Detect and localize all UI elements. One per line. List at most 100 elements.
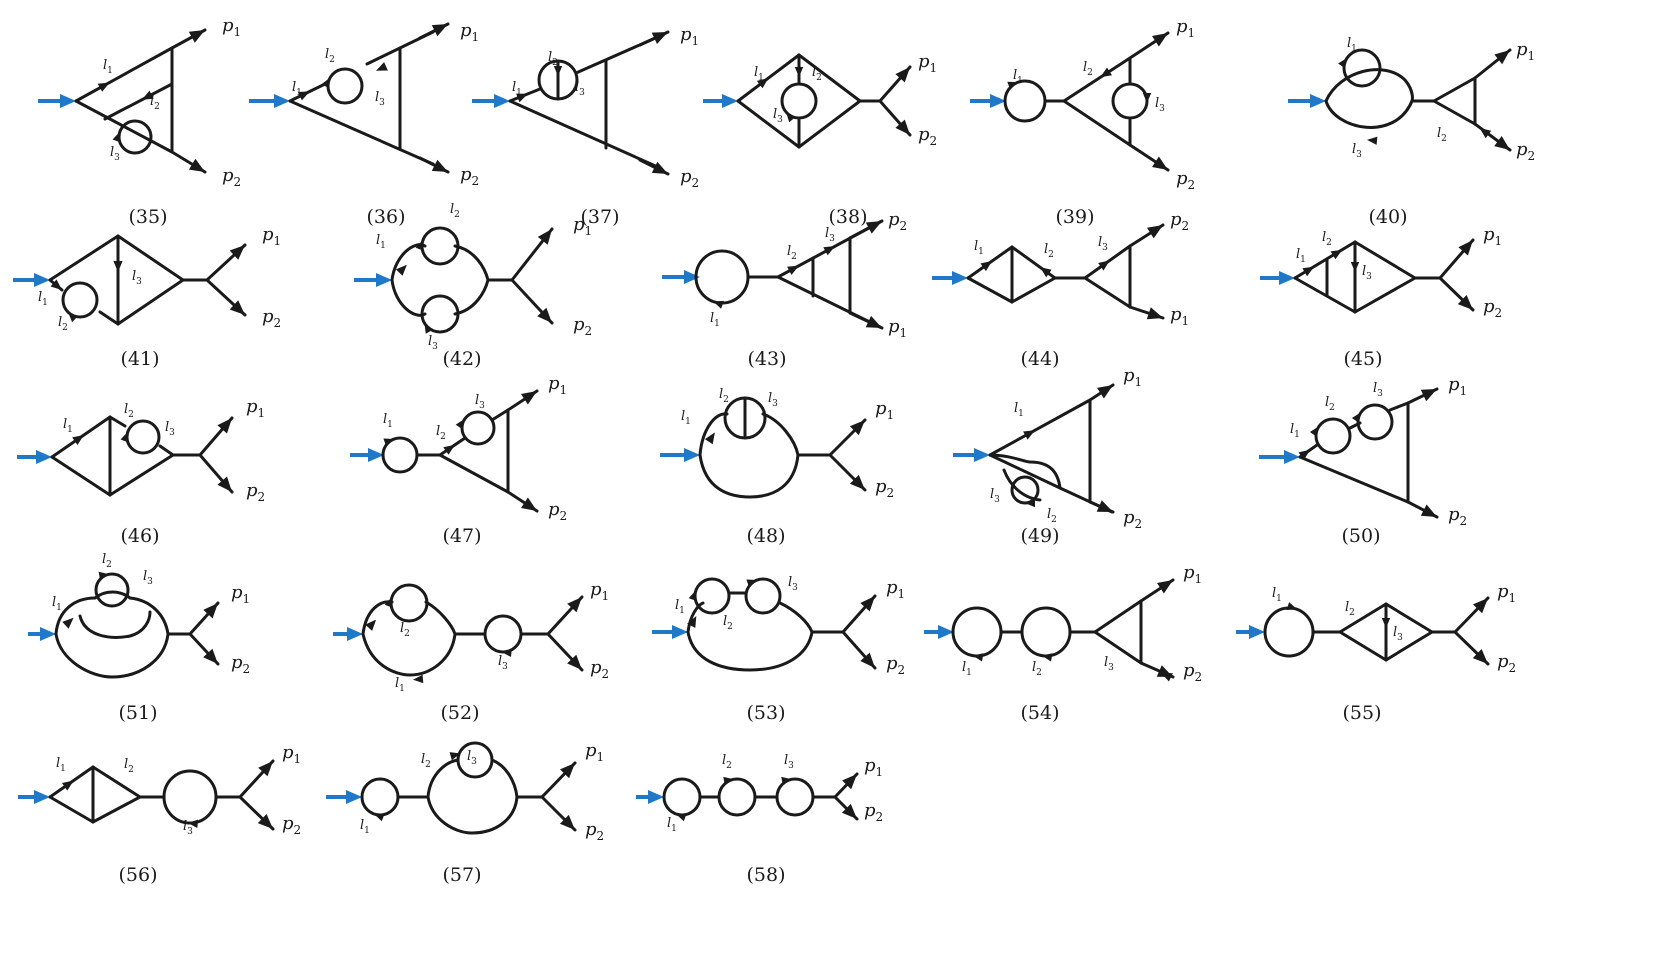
propagator-line	[48, 795, 95, 824]
propagator-arc	[78, 610, 152, 639]
loop-momentum-label: l1	[675, 598, 685, 616]
external-arrow	[203, 648, 218, 664]
momentum-arrow	[141, 90, 154, 100]
diagram-number: (55)	[1342, 702, 1381, 724]
loop-momentum-label: l2	[124, 402, 134, 420]
external-momentum-label: p2	[231, 652, 250, 676]
diagram-number: (56)	[118, 864, 157, 886]
external-momentum-label: p2	[1516, 139, 1535, 163]
momentum-arrow	[1479, 128, 1492, 139]
external-momentum-label: p1	[864, 755, 883, 779]
external-momentum-label: p1	[573, 214, 592, 238]
propagator-line	[988, 453, 1062, 490]
loop-momentum-label: l1	[681, 409, 691, 427]
loop-momentum-label: l3	[110, 145, 120, 163]
external-momentum-label: p2	[680, 166, 699, 190]
external-arrow	[860, 596, 875, 612]
diagram-number: (39)	[1055, 206, 1094, 228]
diagram-number: (40)	[1368, 206, 1407, 228]
external-momentum-label: p1	[590, 579, 609, 603]
external-momentum-label: p1	[1123, 365, 1142, 389]
incoming-arrow	[938, 625, 954, 639]
incoming-arrow	[648, 790, 664, 804]
momentum-arrow	[675, 813, 687, 822]
incoming-arrow	[376, 273, 392, 287]
external-momentum-label: p1	[222, 15, 241, 39]
loop-momentum-label: l1	[52, 595, 62, 613]
external-arrow	[217, 418, 232, 434]
external-arrow	[257, 814, 273, 829]
propagator-line	[288, 99, 435, 166]
diagram-number: (58)	[746, 864, 785, 886]
incoming-arrow	[274, 94, 290, 108]
momentum-arrow	[516, 93, 528, 103]
incoming-arrow	[684, 270, 700, 284]
loop-momentum-label: l1	[292, 80, 302, 98]
loop-momentum-label: l2	[58, 315, 68, 333]
propagator-line	[1338, 630, 1388, 662]
loop-momentum-label: l2	[1345, 600, 1355, 618]
propagator-arc	[453, 244, 490, 282]
external-momentum-label: p2	[1123, 507, 1142, 531]
external-momentum-label: p1	[1170, 304, 1189, 328]
external-arrow	[865, 221, 882, 234]
loop-bubble	[420, 294, 460, 334]
external-momentum-label: p1	[888, 316, 907, 340]
external-momentum-label: p2	[888, 209, 907, 233]
external-arrow	[842, 774, 857, 790]
loop-bubble	[694, 249, 750, 305]
propagator-arc	[1324, 68, 1414, 103]
propagator-line	[438, 453, 510, 494]
momentum-arrow	[1302, 266, 1315, 277]
external-arrow	[1457, 295, 1473, 310]
external-momentum-label: p1	[680, 24, 699, 48]
loop-bubble	[61, 281, 99, 319]
loop-momentum-label: l2	[723, 614, 733, 632]
momentum-arrow	[713, 300, 724, 309]
loop-bubble	[780, 82, 818, 120]
momentum-arrow	[1161, 672, 1173, 682]
propagator-arc	[390, 278, 427, 317]
momentum-arrow	[1286, 602, 1298, 610]
external-momentum-label: p1	[262, 224, 281, 248]
external-momentum-label: p2	[460, 164, 479, 188]
propagator-arc	[54, 632, 170, 679]
external-arrow	[1494, 136, 1510, 150]
propagator-line	[1093, 630, 1143, 665]
propagator-line	[74, 46, 174, 103]
loop-momentum-label: l1	[395, 676, 405, 694]
loop-bubble	[662, 777, 702, 817]
loop-bubble	[1356, 403, 1394, 441]
momentum-arrow	[823, 246, 836, 256]
external-arrow	[431, 24, 448, 37]
momentum-arrow	[1338, 57, 1348, 69]
loop-momentum-label: l2	[150, 94, 160, 112]
loop-momentum-label: l2	[719, 387, 729, 405]
incoming-arrow	[990, 94, 1006, 108]
diagram-number: (52)	[440, 702, 479, 724]
momentum-arrow	[120, 431, 129, 443]
momentum-arrow	[112, 131, 121, 143]
external-momentum-label: p1	[548, 373, 567, 397]
external-momentum-label: p2	[1176, 168, 1195, 192]
external-arrow	[1152, 33, 1168, 47]
loop-momentum-label: l2	[548, 50, 558, 68]
external-momentum-label: p2	[875, 476, 894, 500]
diagram-number: (44)	[1020, 348, 1059, 370]
propagator-line	[1093, 599, 1143, 634]
loop-momentum-label: l3	[132, 269, 142, 287]
external-momentum-label: p1	[886, 577, 905, 601]
loop-momentum-label: l1	[710, 311, 720, 329]
momentum-arrow	[1041, 653, 1053, 662]
external-arrow	[1147, 225, 1163, 239]
diagram-number: (36)	[366, 206, 405, 228]
external-arrow	[849, 420, 865, 436]
loop-momentum-label: l2	[1032, 660, 1042, 678]
